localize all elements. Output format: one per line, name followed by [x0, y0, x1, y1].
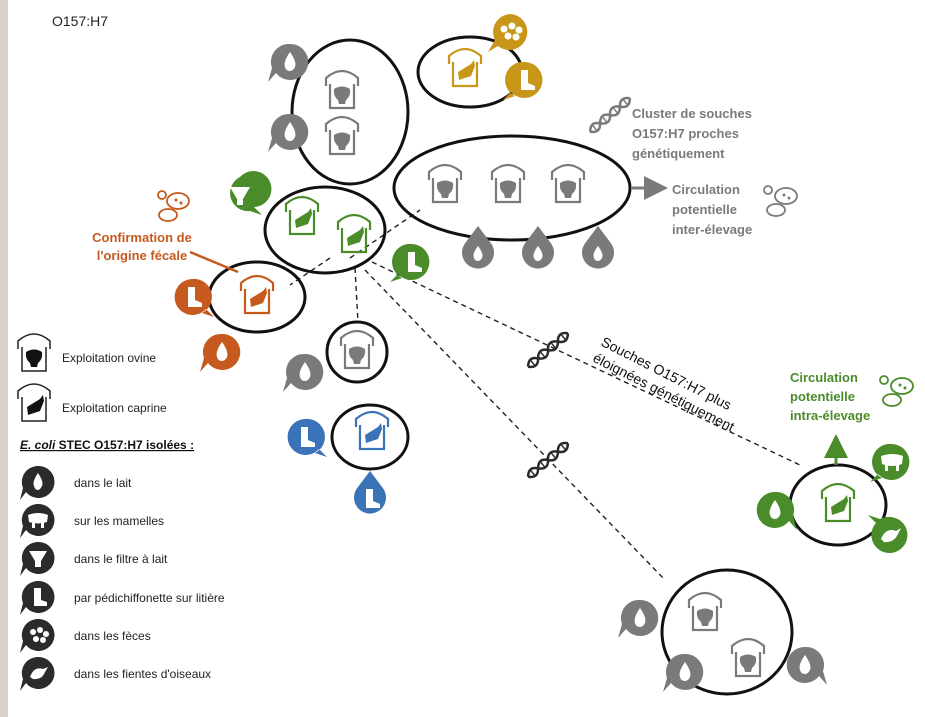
legend-header-rest: STEC O157:H7 isolées : [55, 438, 194, 452]
sheep-farm-icon [17, 333, 51, 372]
connector-to-sheep-farm [354, 267, 359, 323]
goat-farm-icon [17, 383, 51, 422]
milk-drop-icon [20, 465, 55, 500]
cluster-label-line: génétiquement [632, 146, 725, 161]
boot-icon [503, 61, 543, 100]
inter-label-line: Circulation [672, 182, 740, 197]
bacteria-icon [763, 185, 798, 217]
confirmation-label: Confirmation de l'origine fécale [92, 230, 192, 263]
dna-icon [524, 438, 572, 482]
diagram-title: O157:H7 [52, 13, 108, 29]
milk-drop-icon [618, 599, 659, 638]
milk-drop-icon [268, 43, 309, 82]
cluster-label: Cluster de souches O157:H7 proches génét… [632, 106, 752, 161]
bird-icon [868, 515, 908, 553]
legend-item-label: sur les mamelles [74, 514, 164, 528]
dna-icon [524, 328, 572, 372]
boot-icon [390, 243, 430, 282]
legend-header: E. coli STEC O157:H7 isolées : [20, 438, 194, 452]
gray-cluster-group [392, 134, 668, 269]
farm-group-outline [263, 185, 387, 275]
legend-item-label: par pédichiffonette sur litière [74, 591, 225, 605]
intra-label-line: intra-élevage [790, 408, 870, 423]
milk-drop-icon [283, 353, 324, 392]
left-border-strip [0, 0, 8, 717]
milk-drop-icon [462, 226, 494, 269]
gold-goat-group [416, 14, 543, 109]
farm-group-outline [290, 38, 410, 186]
legend-farm-label: Exploitation caprine [62, 401, 167, 415]
confirmation-label-line: Confirmation de [92, 230, 192, 245]
legend-farm-label: Exploitation ovine [62, 351, 156, 365]
connector-to-bottom-cluster [364, 269, 666, 581]
distant-strains-label: Souches O157:H7 plus éloignées génétique… [590, 333, 737, 434]
bacteria-icon [879, 375, 914, 407]
intra-label-line: Circulation [790, 370, 858, 385]
connector-to-orange-farm [289, 257, 331, 286]
legend: Exploitation ovine Exploitation caprine … [17, 333, 225, 691]
udder-icon [870, 443, 910, 482]
milk-drop-icon [268, 113, 309, 152]
milk-filter-icon [230, 171, 272, 215]
boot-icon [20, 580, 55, 615]
legend-item-label: dans les fientes d'oiseaux [74, 667, 211, 681]
feces-icon [488, 14, 528, 52]
cluster-label-line: O157:H7 proches [632, 126, 739, 141]
legend-header-italic: E. coli [20, 438, 56, 452]
green-goat-group [230, 171, 430, 282]
boot-icon [174, 278, 214, 317]
gray-sheep-group-bottom [618, 568, 827, 696]
farm-group-outline [330, 403, 410, 471]
legend-item-label: dans les fèces [74, 629, 151, 643]
milk-drop-icon [200, 333, 241, 372]
farm-group-outline [392, 134, 632, 242]
feces-icon [20, 618, 55, 653]
inter-label-line: inter-élevage [672, 222, 752, 237]
orange-goat-group [157, 190, 307, 372]
gray-sheep-group-top [268, 38, 410, 186]
cluster-label-line: Cluster de souches [632, 106, 752, 121]
milk-drop-icon [786, 646, 827, 685]
sheep-blue-goat-group [283, 320, 410, 514]
milk-drop-icon [582, 226, 614, 269]
inter-label-line: potentielle [672, 202, 737, 217]
green-intra-farm-group [756, 434, 910, 553]
boot-icon [287, 418, 327, 457]
confirmation-pointer [189, 250, 239, 274]
dna-icon [586, 93, 634, 137]
legend-item-label: dans le filtre à lait [74, 552, 168, 566]
farm-group-outline [660, 568, 794, 696]
intra-label-line: potentielle [790, 389, 855, 404]
confirmation-label-line: l'origine fécale [97, 248, 188, 263]
udder-icon [20, 503, 55, 538]
inter-farm-label: Circulation potentielle inter-élevage [672, 182, 798, 237]
milk-filter-icon [20, 541, 55, 576]
bacteria-icon [157, 190, 190, 222]
bird-icon [20, 656, 55, 691]
connector-to-intra-farm [371, 261, 801, 466]
dashed-connectors [289, 209, 801, 581]
legend-item-label: dans le lait [74, 476, 132, 490]
milk-drop-icon [522, 226, 554, 269]
intra-farm-label: Circulation potentielle intra-élevage [790, 370, 914, 423]
farm-group-outline [325, 320, 389, 384]
boot-icon [354, 471, 386, 514]
